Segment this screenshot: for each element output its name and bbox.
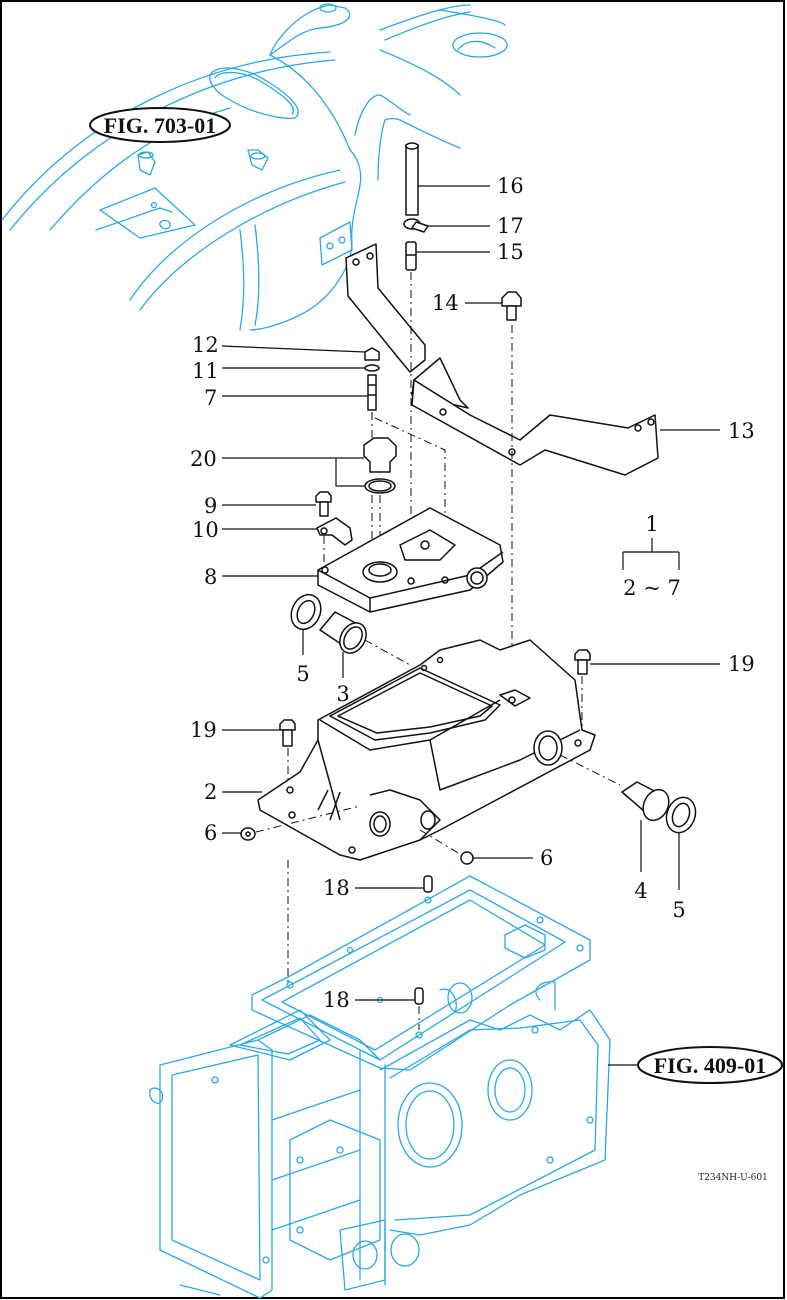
part-11-washer[interactable] [364, 364, 380, 372]
fig-409-01-reference[interactable]: FIG. 409-01 [637, 1046, 783, 1084]
callout-20: 20 [190, 447, 217, 471]
part-5-seal-left[interactable] [286, 590, 327, 634]
assembly-group-indicator: 1 2 ~ 7 [622, 512, 681, 600]
callout-9: 9 [204, 494, 217, 518]
callout-3: 3 [336, 682, 349, 706]
part-4-bushing[interactable] [621, 781, 674, 825]
callout-12: 12 [192, 333, 219, 357]
fig-703-01-reference[interactable]: FIG. 703-01 [89, 107, 231, 143]
callout-10: 10 [192, 518, 219, 542]
callout-7: 7 [204, 386, 217, 410]
callout-18-upper: 18 [323, 876, 350, 900]
callout-15: 15 [497, 240, 524, 264]
part-3-bushing[interactable] [319, 611, 371, 658]
assembly-range: 2 ~ 7 [623, 576, 681, 600]
callout-18-lower: 18 [323, 988, 350, 1012]
part-17-clamp[interactable] [403, 218, 429, 233]
part-7-stud[interactable] [367, 374, 377, 411]
drawing-code: T234NH-U-601 [698, 1173, 768, 1183]
fender-reference-drawing [1, 3, 508, 331]
part-10-clip[interactable] [316, 517, 353, 546]
callout-19-left: 19 [190, 718, 217, 742]
part-9-bolt[interactable] [315, 491, 332, 517]
part-12-nut[interactable] [364, 347, 380, 361]
callout-19-right: 19 [728, 652, 755, 676]
callout-17: 17 [497, 214, 524, 238]
callout-2: 2 [204, 780, 217, 804]
part-13-bracket[interactable] [345, 243, 659, 476]
part-14-bolt[interactable] [501, 291, 522, 321]
callout-5-right: 5 [672, 898, 685, 922]
callout-11: 11 [192, 359, 219, 383]
callout-4: 4 [634, 879, 647, 903]
part-6-plug-right[interactable] [460, 851, 474, 865]
part-16-pipe[interactable] [405, 142, 419, 216]
callout-5-left: 5 [296, 662, 309, 686]
part-18-pin-upper[interactable] [423, 875, 433, 893]
part-2-housing[interactable] [257, 639, 596, 861]
part-8-cover-plate[interactable] [317, 507, 504, 613]
part-6-plug-left[interactable] [240, 827, 256, 841]
part-5-seal-right[interactable] [662, 793, 701, 836]
callouts: 16 17 15 14 12 11 7 13 20 9 10 8 5 3 19 … [190, 174, 755, 1012]
part-19-bolt-right[interactable] [574, 649, 591, 675]
callout-14: 14 [432, 291, 459, 315]
part-20-plug[interactable] [363, 437, 397, 494]
callout-6-right: 6 [540, 846, 553, 870]
part-18-pin-lower[interactable] [414, 987, 424, 1005]
callout-8: 8 [204, 565, 217, 589]
callout-16: 16 [497, 174, 524, 198]
part-15-fitting[interactable] [405, 241, 417, 271]
callout-6-left: 6 [204, 821, 217, 845]
assembly-parent-number: 1 [645, 512, 658, 536]
fig-703-01-label: FIG. 703-01 [104, 113, 216, 138]
part-19-bolt-left[interactable] [279, 719, 296, 747]
fig-409-01-label: FIG. 409-01 [654, 1053, 766, 1078]
transmission-case-reference-drawing [149, 875, 611, 1299]
callout-13: 13 [728, 419, 755, 443]
